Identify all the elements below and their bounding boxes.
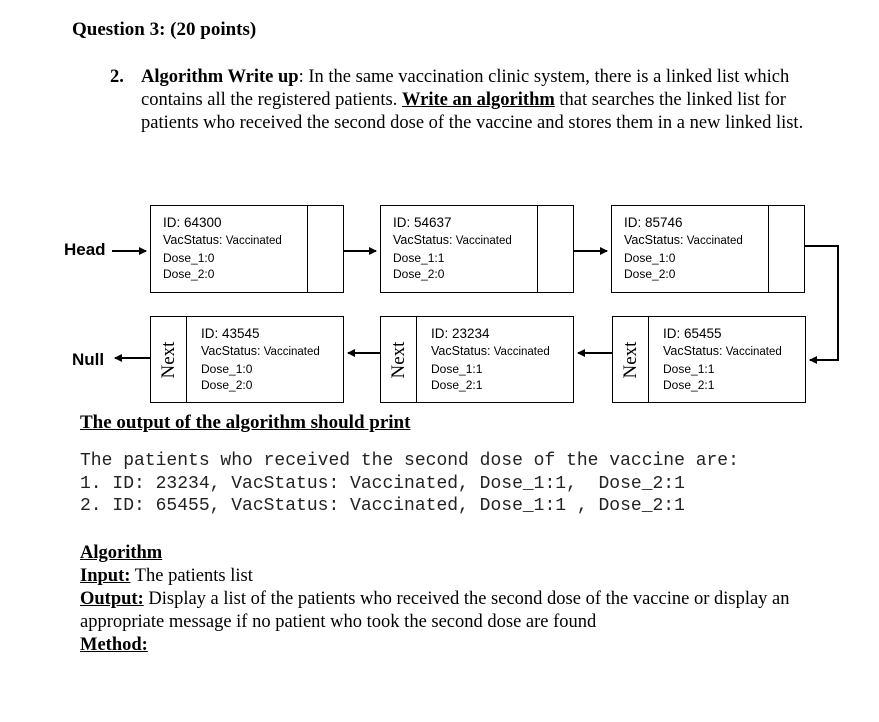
node-id: ID: 54637 [393,215,452,230]
node-dose-2: Dose_2:1 [431,378,483,392]
problem-statement: 2. Algorithm Write up: In the same vacci… [110,66,830,135]
node-fields: ID: 85746 VacStatus: Vaccinated Dose_1:0… [624,214,743,282]
node-dose-1: Dose_1:0 [201,362,253,376]
algorithm-heading: Algorithm [80,543,163,563]
node-dose-1: Dose_1:0 [624,251,676,265]
node-status: VacStatus: Vaccinated [163,233,282,247]
input-text: The patients list [130,566,253,586]
output-text: Display a list of the patients who recei… [80,589,790,632]
node-fields: ID: 64300 VacStatus: Vaccinated Dose_1:0… [163,214,282,282]
problem-number: 2. [110,67,124,87]
input-label: Input: [80,566,131,586]
node-status: VacStatus: Vaccinated [663,344,782,358]
node-fields: ID: 43545 VacStatus: Vaccinated Dose_1:0… [201,325,320,393]
node-id: ID: 64300 [163,215,222,230]
problem-underlined-instruction: Write an algorithm [401,90,555,110]
node-status: VacStatus: Vaccinated [201,344,320,358]
expected-output: The patients who received the second dos… [80,450,739,518]
list-node-1: ID: 64300 VacStatus: Vaccinated Dose_1:0… [150,205,344,293]
output-line: The patients who received the second dos… [80,451,739,471]
node-next-pointer [768,206,804,292]
node-dose-1: Dose_1:1 [663,362,715,376]
algorithm-section: Algorithm Input: The patients list Outpu… [80,542,820,657]
list-node-5: Next ID: 23234 VacStatus: Vaccinated Dos… [380,316,574,403]
output-line: 1. ID: 23234, VacStatus: Vaccinated, Dos… [80,473,685,494]
output-heading: The output of the algorithm should print [80,412,411,433]
list-node-4: Next ID: 65455 VacStatus: Vaccinated Dos… [612,316,806,403]
node-id: ID: 85746 [624,215,683,230]
problem-text-1: : In the same vaccination clinic system,… [141,67,790,110]
output-line: 2. ID: 65455, VacStatus: Vaccinated, Dos… [80,496,685,516]
node-status: VacStatus: Vaccinated [431,344,550,358]
node-fields: ID: 23234 VacStatus: Vaccinated Dose_1:1… [431,325,550,393]
problem-body: Algorithm Write up: In the same vaccinat… [141,66,830,135]
question-heading: Question 3: (20 points) [72,19,257,40]
list-node-6: Next ID: 43545 VacStatus: Vaccinated Dos… [150,316,344,403]
node-dose-2: Dose_2:0 [201,378,253,392]
node-id: ID: 23234 [431,326,490,341]
node-fields: ID: 54637 VacStatus: Vaccinated Dose_1:1… [393,214,512,282]
node-dose-2: Dose_2:1 [663,378,715,392]
node-next-pointer: Next [381,317,417,402]
list-node-2: ID: 54637 VacStatus: Vaccinated Dose_1:1… [380,205,574,293]
node-dose-2: Dose_2:0 [393,267,445,281]
node-fields: ID: 65455 VacStatus: Vaccinated Dose_1:1… [663,325,782,393]
node-dose-2: Dose_2:0 [624,267,676,281]
list-node-3: ID: 85746 VacStatus: Vaccinated Dose_1:0… [611,205,805,293]
node-status: VacStatus: Vaccinated [624,233,743,247]
output-label: Output: [80,589,144,609]
problem-text-2: that searches the linked list for patien… [141,90,804,133]
algorithm-input: Input: The patients list [80,565,820,588]
method-label: Method: [80,635,148,655]
link-arrow-3-4 [805,245,839,364]
node-dose-1: Dose_1:1 [431,362,483,376]
node-id: ID: 43545 [201,326,260,341]
node-next-pointer: Next [613,317,649,402]
head-label: Head [64,240,106,259]
node-dose-1: Dose_1:1 [393,251,445,265]
algorithm-output: Output: Display a list of the patients w… [80,588,820,634]
null-label: Null [72,350,105,369]
node-id: ID: 65455 [663,326,722,341]
problem-bold-title: Algorithm Write up [141,67,299,87]
node-dose-1: Dose_1:0 [163,251,215,265]
node-dose-2: Dose_2:0 [163,267,215,281]
node-next-pointer [307,206,343,292]
node-next-pointer: Next [151,317,187,402]
node-status: VacStatus: Vaccinated [393,233,512,247]
node-next-pointer [537,206,573,292]
